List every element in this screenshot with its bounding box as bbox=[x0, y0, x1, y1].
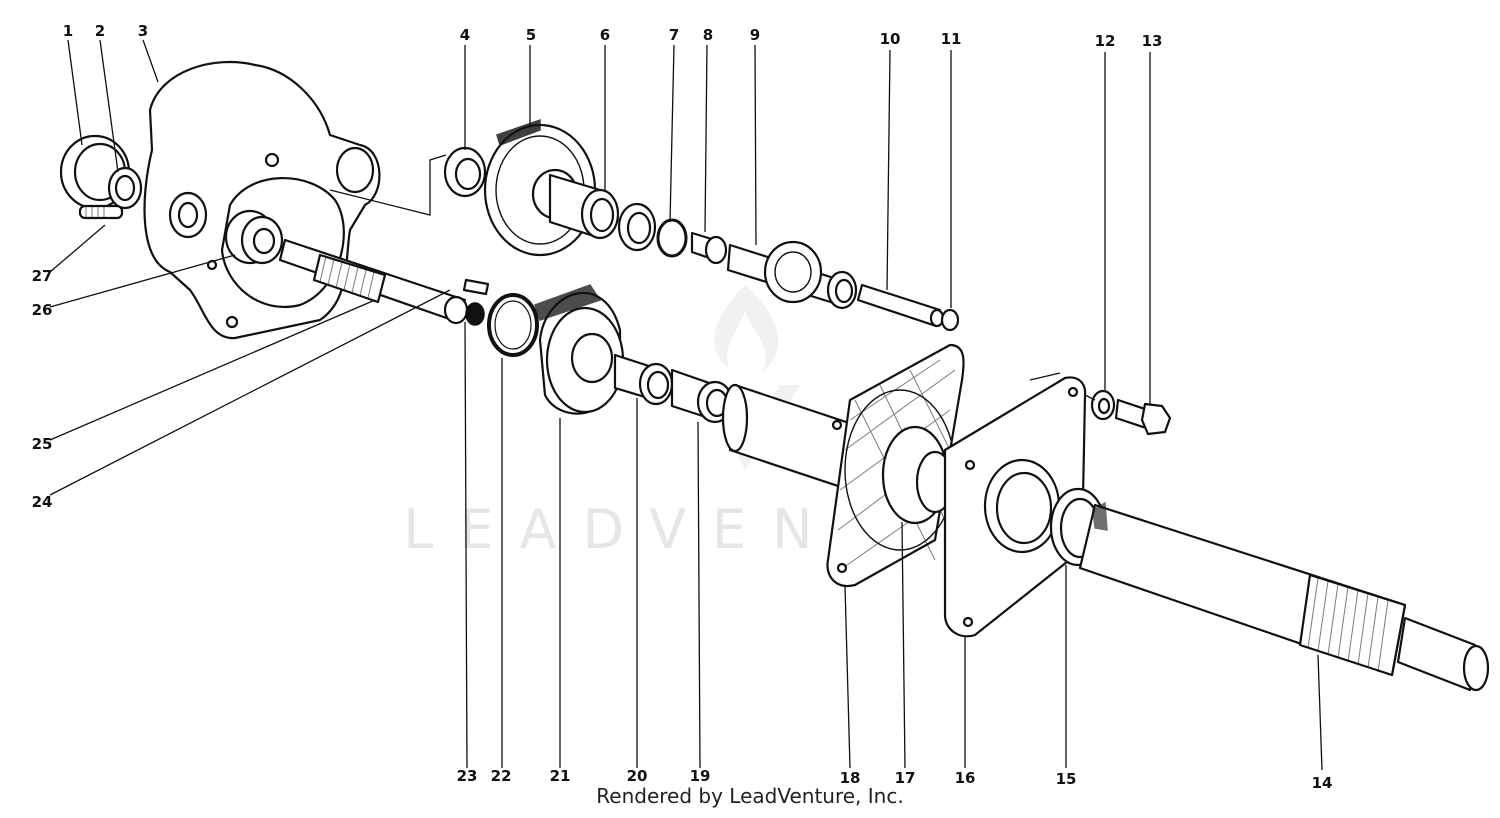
part-20-bushing bbox=[613, 353, 674, 406]
label-part-5: 5 bbox=[526, 26, 536, 44]
label-part-14: 14 bbox=[1312, 774, 1333, 792]
label-part-10: 10 bbox=[880, 30, 901, 48]
part-26-bearing bbox=[224, 209, 284, 265]
part-9-pinion-gear bbox=[726, 240, 858, 310]
leader-lines bbox=[49, 39, 1323, 771]
part-23-bearing bbox=[443, 295, 485, 326]
part-labels: 1 2 3 4 5 6 7 8 9 10 11 12 13 14 15 16 1… bbox=[32, 22, 1333, 792]
part-8-bushing bbox=[690, 231, 728, 265]
label-part-25: 25 bbox=[32, 435, 53, 453]
part-2-bushing bbox=[107, 166, 143, 210]
part-11-ring bbox=[940, 308, 960, 332]
part-13-bolt bbox=[1114, 398, 1172, 436]
label-part-1: 1 bbox=[63, 22, 73, 40]
credit-text: Rendered by LeadVenture, Inc. bbox=[596, 784, 904, 808]
part-14-output-shaft bbox=[1078, 501, 1490, 692]
alignment-lines bbox=[329, 154, 1096, 401]
part-19-bushing bbox=[670, 368, 734, 424]
part-25-splined-shaft bbox=[278, 238, 467, 324]
label-part-4: 4 bbox=[460, 26, 470, 44]
part-22-snap-ring bbox=[487, 293, 539, 357]
label-part-26: 26 bbox=[32, 301, 53, 319]
label-part-16: 16 bbox=[955, 769, 976, 787]
label-part-3: 3 bbox=[138, 22, 148, 40]
label-part-22: 22 bbox=[491, 767, 512, 785]
label-part-12: 12 bbox=[1095, 32, 1116, 50]
label-part-21: 21 bbox=[550, 767, 571, 785]
label-part-24: 24 bbox=[32, 493, 53, 511]
label-part-2: 2 bbox=[95, 22, 105, 40]
label-part-17: 17 bbox=[895, 769, 916, 787]
part-4-washer bbox=[443, 146, 487, 198]
label-part-7: 7 bbox=[669, 26, 679, 44]
part-24-key bbox=[462, 278, 490, 296]
part-21-gear bbox=[534, 284, 625, 415]
label-part-11: 11 bbox=[941, 30, 962, 48]
label-part-19: 19 bbox=[690, 767, 711, 785]
part-27-pin bbox=[78, 204, 124, 220]
part-10-pin bbox=[856, 283, 945, 328]
label-part-18: 18 bbox=[840, 769, 861, 787]
part-12-washer bbox=[1090, 389, 1116, 421]
part-6-sleeve bbox=[548, 173, 620, 240]
label-part-9: 9 bbox=[750, 26, 760, 44]
label-part-27: 27 bbox=[32, 267, 53, 285]
part-3-housing bbox=[143, 60, 381, 340]
part-16-plate bbox=[943, 376, 1087, 638]
label-part-15: 15 bbox=[1056, 770, 1077, 788]
part-6-ring bbox=[617, 202, 657, 252]
label-part-23: 23 bbox=[457, 767, 478, 785]
label-part-20: 20 bbox=[627, 767, 648, 785]
part-7-snap-ring bbox=[656, 218, 688, 258]
label-part-13: 13 bbox=[1142, 32, 1163, 50]
label-part-6: 6 bbox=[600, 26, 610, 44]
label-part-8: 8 bbox=[703, 26, 713, 44]
